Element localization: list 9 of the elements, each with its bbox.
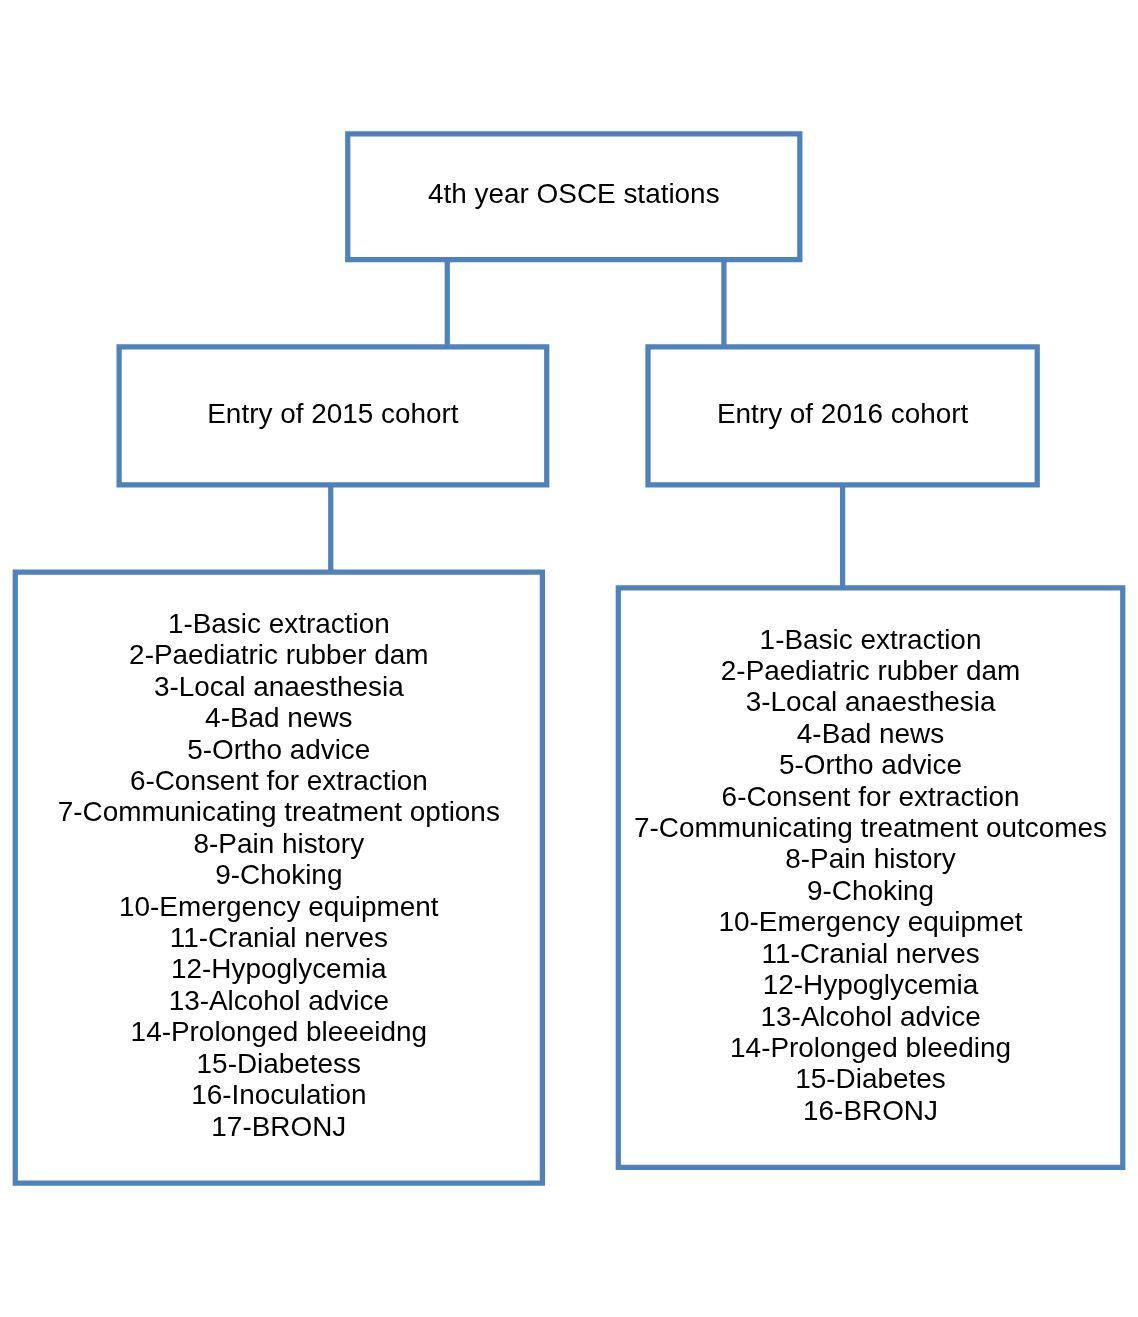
node-box: 1-Basic extraction 2-Paediatric rubber dam 3-Local anaesthesia 4-Bad news 5-Ortho advice 6-Consent for extraction 7-Communicating treatment outcomes 8-Pain history 9-Choking 10-Emergency equipmet 11-Cranial nerves 12-Hypoglycemia 13-Alcohol advice 14-Prolonged bleeding 15-Diabetes 16-BRONJ — [615, 585, 1126, 1170]
node-box: 1-Basic extraction 2-Paediatric rubber dam 3-Local anaesthesia 4-Bad news 5-Ortho advice 6-Consent for extraction 7-Communicating treatment options 8-Pain history 9-Choking 10-Emergency equipment 11-Cranial nerves 12-Hypoglycemia 13-Alcohol advice 14-Prolonged bleeeidng 15-Diabetess 16-Inoculation 17-BRONJ — [12, 569, 545, 1186]
node-box: Entry of 2015 cohort — [116, 344, 550, 488]
connector — [840, 485, 846, 588]
node-box: 4th year OSCE stations — [345, 131, 803, 263]
connector — [444, 260, 450, 347]
connector — [721, 260, 727, 347]
connector — [328, 485, 334, 572]
node-box: Entry of 2016 cohort — [645, 344, 1040, 488]
